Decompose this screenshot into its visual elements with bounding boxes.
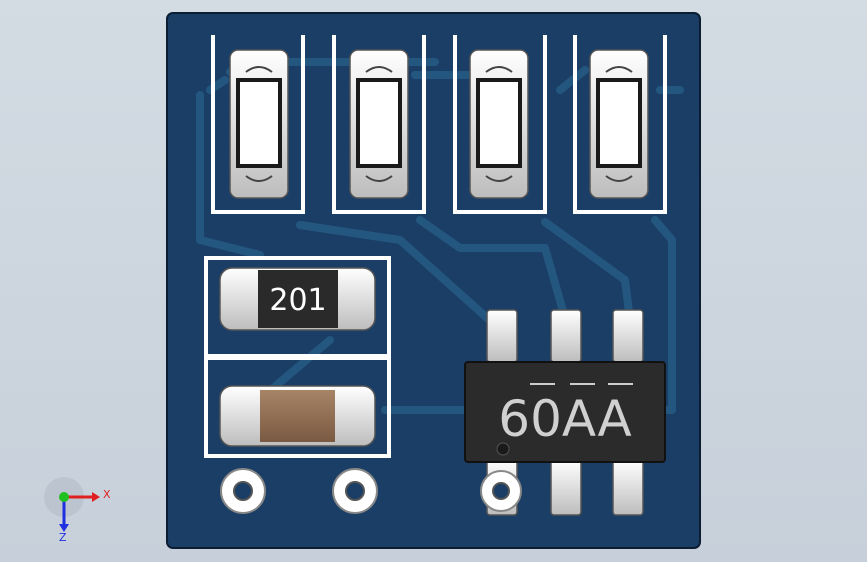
- ic-pins-top: [486, 309, 644, 363]
- top-component-row: [229, 49, 649, 199]
- through-hole-1[interactable]: [220, 468, 266, 514]
- through-hole-2[interactable]: [332, 468, 378, 514]
- through-hole-3[interactable]: [480, 470, 522, 512]
- ic-pin1-dot: [496, 442, 510, 456]
- smd-component-3[interactable]: [469, 49, 529, 199]
- smd-component-2[interactable]: [349, 49, 409, 199]
- smd-component-4[interactable]: [589, 49, 649, 199]
- x-axis-label: X: [103, 488, 111, 501]
- smd-component-1[interactable]: [229, 49, 289, 199]
- capacitor[interactable]: [219, 385, 376, 447]
- ic-sot23-6[interactable]: 60AA: [464, 309, 666, 516]
- mounting-holes: [220, 468, 522, 514]
- resistor-201[interactable]: 201: [219, 267, 376, 331]
- ic-marking: 60AA: [498, 390, 631, 448]
- silkscreen-outlines: [204, 35, 667, 458]
- axis-triad: X Z: [44, 477, 111, 544]
- z-axis-label: Z: [59, 531, 67, 544]
- resistor-marking: 201: [269, 283, 326, 318]
